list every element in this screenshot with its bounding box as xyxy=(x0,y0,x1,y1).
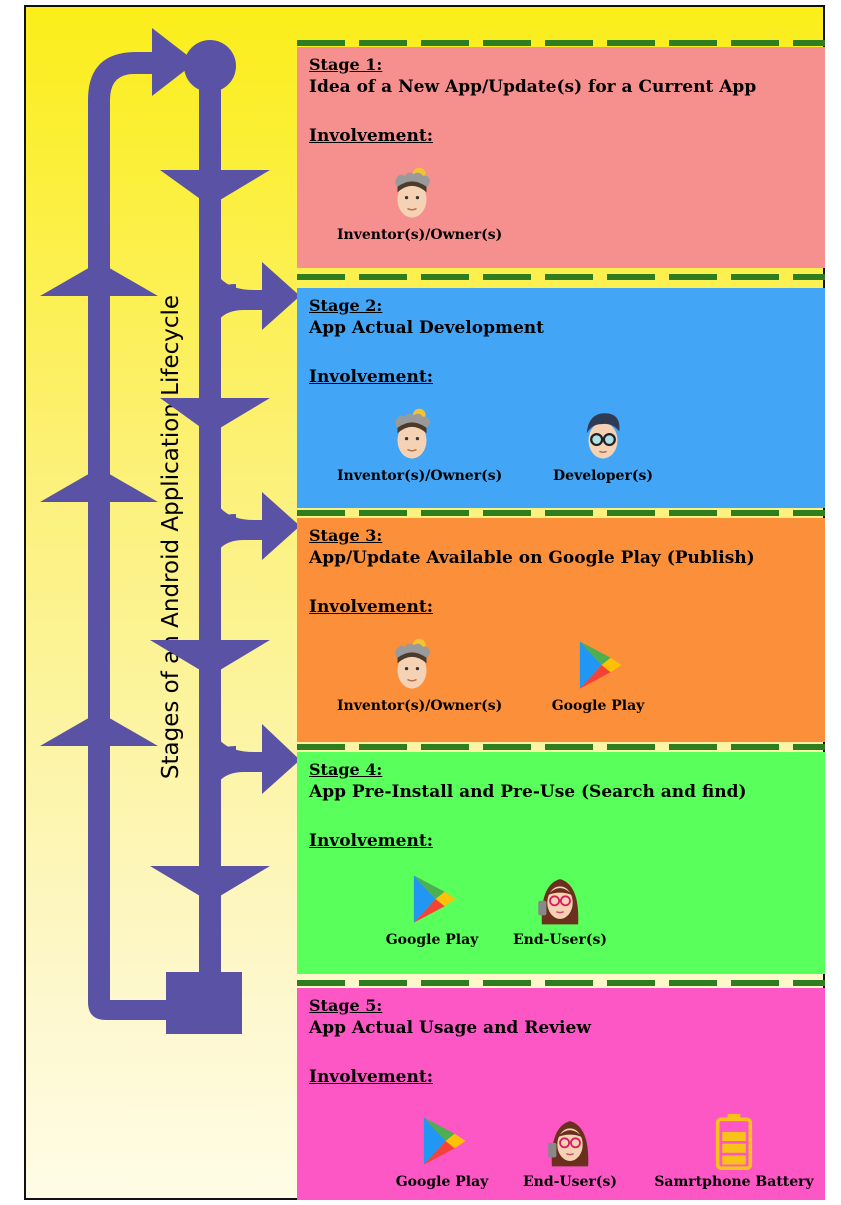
stage-5-involvement-label: Involvement: xyxy=(309,1067,433,1087)
stage-4-panel-box: Stage 4: App Pre-Install and Pre-Use (Se… xyxy=(297,752,825,974)
stage-2-actor-inventor: Inventor(s)/Owner(s) xyxy=(337,406,503,484)
google-play-icon xyxy=(414,1112,470,1170)
end-user-icon xyxy=(532,870,588,928)
stage-5-number: Stage 5: xyxy=(309,996,383,1015)
stage-2-actor-developer: Developer(s) xyxy=(543,406,663,484)
actor-label: Inventor(s)/Owner(s) xyxy=(337,698,503,714)
divider-2 xyxy=(297,274,825,280)
divider-1 xyxy=(297,40,825,46)
battery-icon xyxy=(706,1112,762,1170)
stage-5-actor-google-play: Google Play xyxy=(387,1112,497,1190)
google-play-icon xyxy=(570,636,626,694)
stage-3-panel-box: Stage 3: App/Update Available on Google … xyxy=(297,518,825,742)
divider-4 xyxy=(297,744,825,750)
stage-3-actor-google-play: Google Play xyxy=(543,636,653,714)
stage-1-involvement-label: Involvement: xyxy=(309,126,433,146)
stage-2-description: App Actual Development xyxy=(309,318,544,338)
stage-4-description: App Pre-Install and Pre-Use (Search and … xyxy=(309,782,747,802)
diagram-title: Stages of an Android Application Lifecyc… xyxy=(158,294,184,780)
actor-label: Inventor(s)/Owner(s) xyxy=(337,468,503,484)
inventor-icon xyxy=(384,636,440,694)
stage-5-actor-battery: Samrtphone Battery xyxy=(649,1112,819,1190)
divider-3 xyxy=(297,510,825,516)
stage-4-actor-google-play: Google Play xyxy=(377,870,487,948)
inventor-icon xyxy=(384,406,440,464)
stage-2-number: Stage 2: xyxy=(309,296,383,315)
actor-label: Google Play xyxy=(395,1174,489,1190)
actor-label: End-User(s) xyxy=(523,1174,617,1190)
stage-1-number: Stage 1: xyxy=(309,55,383,74)
actor-label: Developer(s) xyxy=(553,468,653,484)
stage-5-panel-box: Stage 5: App Actual Usage and Review Inv… xyxy=(297,988,825,1200)
actor-label: Inventor(s)/Owner(s) xyxy=(337,227,503,243)
actor-label: End-User(s) xyxy=(513,932,607,948)
end-user-icon xyxy=(542,1112,598,1170)
stage-2-panel-box: Stage 2: App Actual Development Involvem… xyxy=(297,288,825,508)
stage-3-actor-inventor: Inventor(s)/Owner(s) xyxy=(337,636,503,714)
stage-4-involvement-label: Involvement: xyxy=(309,831,433,851)
google-play-icon xyxy=(404,870,460,928)
divider-5 xyxy=(297,980,825,986)
actor-label: Google Play xyxy=(385,932,479,948)
stage-3-involvement-label: Involvement: xyxy=(309,597,433,617)
stage-3-number: Stage 3: xyxy=(309,526,383,545)
stage-1-panel-box: Stage 1: Idea of a New App/Update(s) for… xyxy=(297,47,825,268)
stage-5-actor-end-user: End-User(s) xyxy=(515,1112,625,1190)
inventor-icon xyxy=(384,165,440,223)
stage-3-description: App/Update Available on Google Play (Pub… xyxy=(309,548,755,568)
stage-1-description: Idea of a New App/Update(s) for a Curren… xyxy=(309,77,757,97)
stage-4-number: Stage 4: xyxy=(309,760,383,779)
stage-1-actor-inventor: Inventor(s)/Owner(s) xyxy=(337,165,503,243)
developer-icon xyxy=(575,406,631,464)
stage-5-description: App Actual Usage and Review xyxy=(309,1018,591,1038)
stage-2-involvement-label: Involvement: xyxy=(309,367,433,387)
actor-label: Google Play xyxy=(551,698,645,714)
stage-4-actor-end-user: End-User(s) xyxy=(505,870,615,948)
actor-label: Samrtphone Battery xyxy=(654,1174,814,1190)
